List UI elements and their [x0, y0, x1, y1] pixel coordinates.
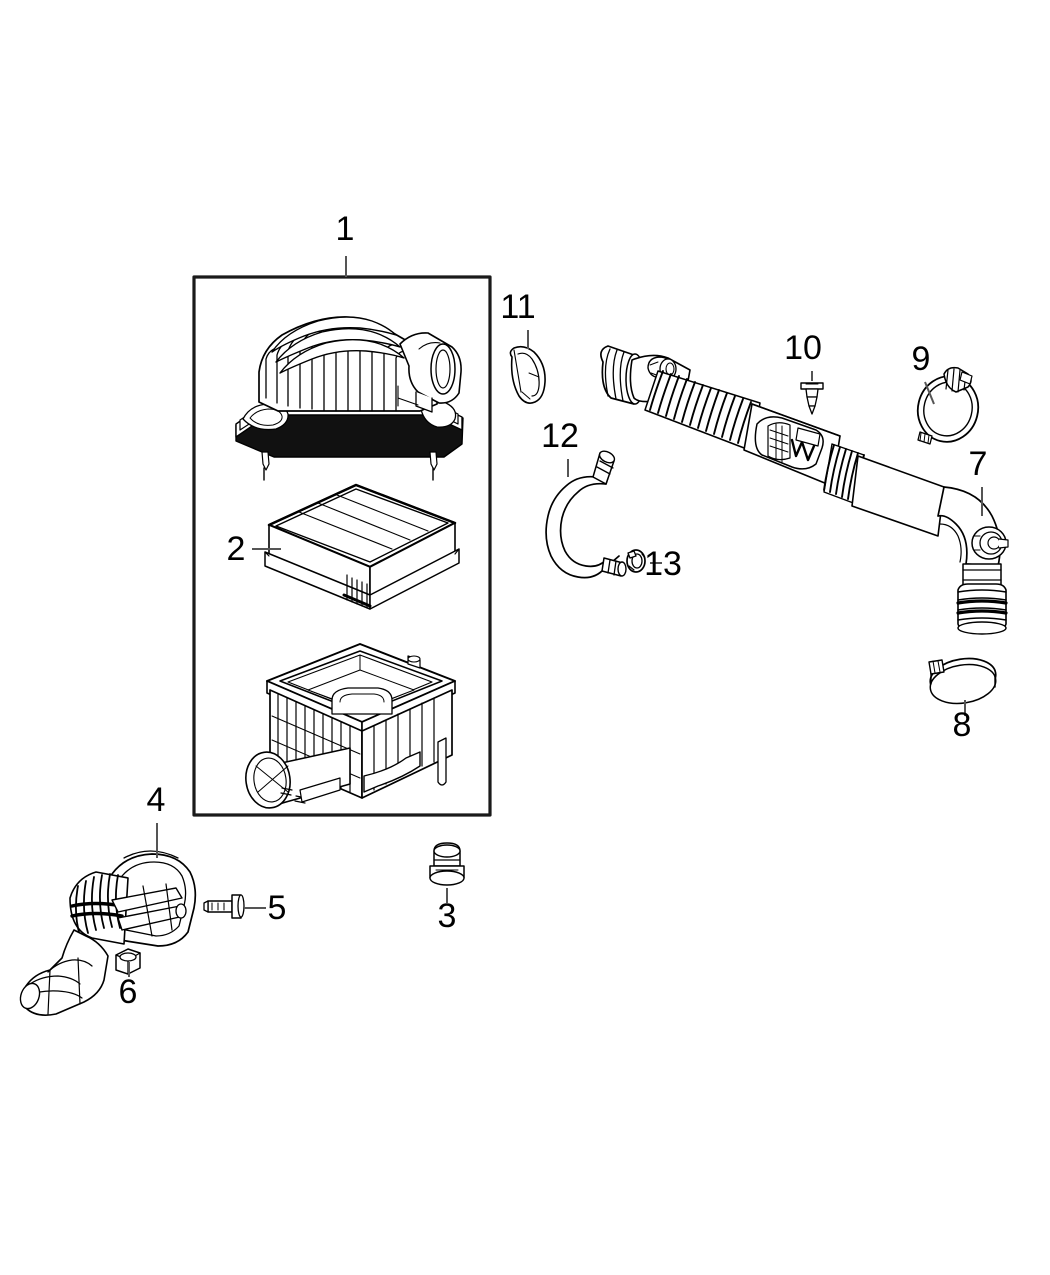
part-nut-6: [115, 948, 141, 975]
callout-label-5: 5: [268, 889, 287, 927]
callout-label-7: 7: [969, 445, 988, 483]
callout-label-4: 4: [147, 781, 166, 819]
part-grommet-3: [429, 842, 465, 886]
callout-label-8: 8: [953, 706, 972, 744]
part-push-pin-10: [800, 382, 824, 415]
part-bolt-5: [203, 894, 245, 919]
part-air-filter-element: [264, 483, 460, 610]
part-air-cleaner-cover: [235, 316, 464, 481]
callout-label-9: 9: [912, 340, 931, 378]
callout-label-2: 2: [227, 530, 246, 568]
callout-label-6: 6: [119, 973, 138, 1011]
part-small-clamp-13: [626, 549, 646, 573]
callout-label-1: 1: [336, 210, 355, 248]
part-inlet-duct-4: [19, 850, 197, 1016]
callout-numbers: 1 2 3 4 5 6 7 8 9 10 11 12 13: [119, 210, 988, 1011]
callout-label-12: 12: [541, 417, 579, 455]
callout-label-11: 11: [500, 288, 535, 326]
part-seal-ring-11: [509, 345, 546, 404]
part-outlet-duct-7: [600, 345, 1009, 635]
callout-label-13: 13: [644, 545, 682, 583]
callout-label-10: 10: [784, 329, 822, 367]
part-worm-clamp-9: [916, 366, 980, 445]
part-breather-hose-12: [545, 450, 627, 579]
callout-leaders: [128, 256, 983, 977]
part-hose-clamp-8: [928, 657, 997, 705]
leader-9: [924, 381, 935, 405]
callout-label-3: 3: [438, 897, 457, 935]
part-air-cleaner-housing: [245, 643, 456, 809]
